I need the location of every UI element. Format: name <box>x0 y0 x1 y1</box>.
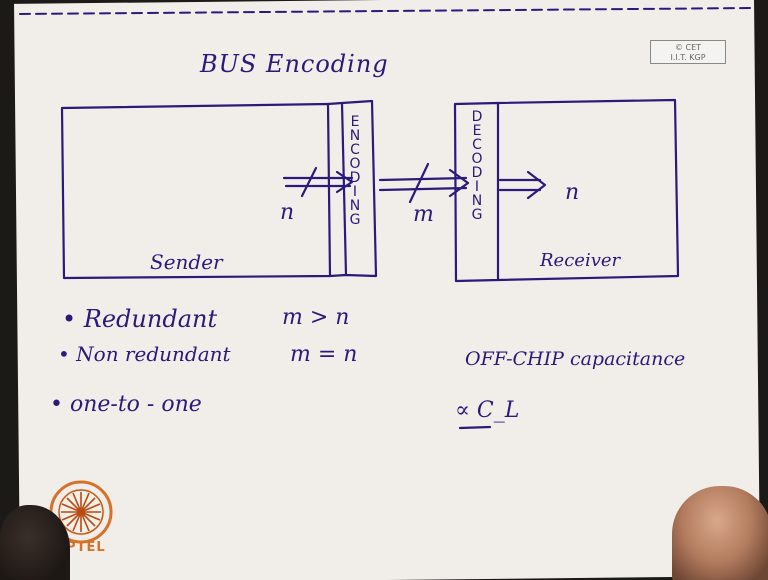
bullet-non-redundant: • Non redundant <box>58 342 231 366</box>
output-width-label: n <box>565 180 579 205</box>
decoding-letter: O <box>466 152 488 166</box>
decoding-letter: I <box>466 180 488 194</box>
encoding-letter: D <box>344 171 366 185</box>
decoding-label: D E C O D I N G <box>466 110 488 222</box>
stamp-line-2: I.I.T. KGP <box>651 53 725 63</box>
decoding-letter: C <box>466 138 488 152</box>
receiver-label: Receiver <box>540 250 620 271</box>
presenter-hand-right <box>672 486 768 580</box>
decoding-letter: G <box>466 208 488 222</box>
encoding-letter: E <box>344 115 366 129</box>
copyright-stamp: © CET I.I.T. KGP <box>650 40 726 64</box>
non-redundant-condition: m = n <box>290 342 357 367</box>
off-chip-capacitance-note: OFF-CHIP capacitance <box>465 348 685 370</box>
encoding-label: E N C O D I N G <box>344 115 366 227</box>
page-title: BUS Encoding <box>200 50 389 78</box>
bullet-redundant: • Redundant <box>62 305 217 333</box>
proportional-to-cl: ∝ C_L <box>455 398 519 423</box>
decoding-letter: N <box>466 194 488 208</box>
encoding-letter: N <box>344 199 366 213</box>
encoding-letter: G <box>344 213 366 227</box>
stamp-line-1: © CET <box>651 43 725 53</box>
redundant-condition: m > n <box>282 305 349 330</box>
encoding-letter: N <box>344 129 366 143</box>
encoding-letter: C <box>344 143 366 157</box>
encoding-letter: I <box>344 185 366 199</box>
encoded-width-label: m <box>413 202 434 227</box>
paper-top-edge <box>20 8 755 14</box>
decoding-letter: E <box>466 124 488 138</box>
input-width-label: n <box>280 200 294 225</box>
proportional-underline <box>460 427 490 428</box>
decoding-letter: D <box>466 166 488 180</box>
output-bus-arrow <box>500 172 545 198</box>
decoding-letter: D <box>466 110 488 124</box>
bullet-one-to-one: • one-to - one <box>50 392 202 417</box>
encoding-letter: O <box>344 157 366 171</box>
input-bus-arrow <box>284 168 352 196</box>
sender-label: Sender <box>150 250 223 274</box>
